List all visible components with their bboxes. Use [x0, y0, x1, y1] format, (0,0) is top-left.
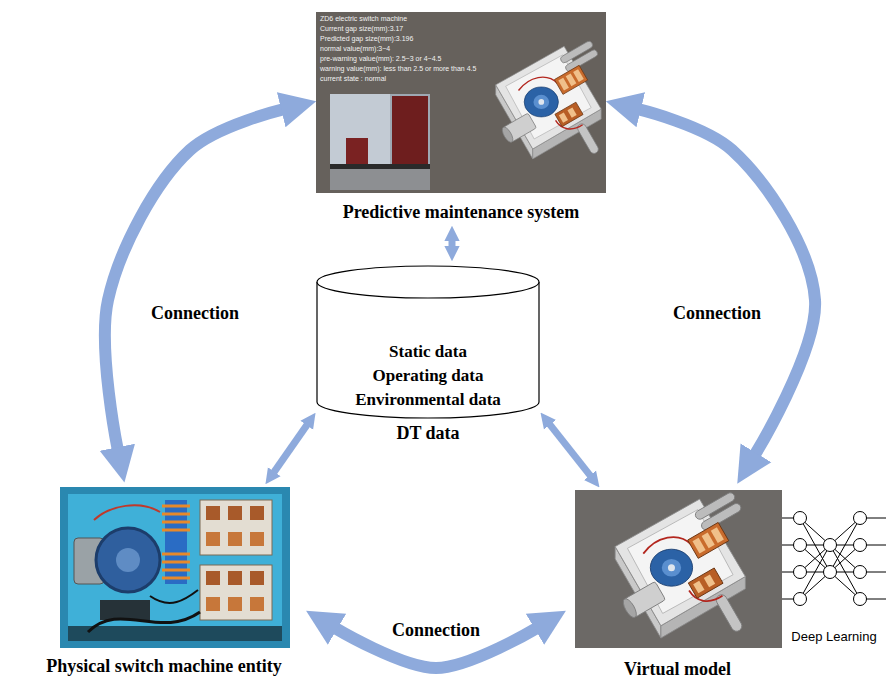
neural-network-icon	[782, 512, 886, 606]
neural-network-icon-part	[854, 593, 867, 606]
physical-machine-photo-part	[100, 600, 150, 620]
connector-arrow	[639, 109, 815, 454]
physical-machine-photo-part	[250, 571, 264, 585]
physical-machine-photo-part	[228, 532, 242, 546]
connector-arrow	[550, 424, 591, 476]
gap-inset-part	[330, 164, 430, 169]
node-caption: Virtual model	[624, 658, 731, 680]
physical-machine-photo-part	[200, 565, 272, 620]
edge-label: Connection	[388, 620, 484, 641]
screen-text: Current gap size(mm):3.17	[320, 24, 403, 33]
virtual-model-render-part	[575, 490, 782, 648]
physical-machine-photo-part	[250, 597, 264, 611]
model-panel: Virtual model	[570, 488, 785, 684]
physical-machine-photo-part	[228, 597, 242, 611]
neural-network-icon-part	[824, 566, 837, 579]
physical-machine-photo-part	[94, 505, 160, 520]
data-category: Operating data	[373, 366, 484, 386]
physical-machine-photo-part	[162, 506, 190, 578]
physical-machine-photo-part	[200, 500, 272, 555]
screen-text: ZD6 electric switch machine	[320, 14, 407, 23]
physical-machine-photo-part	[68, 494, 282, 641]
photo-panel: Physical switch machine entity	[26, 485, 302, 683]
neural-network-icon-part	[854, 512, 867, 525]
physical-machine-photo-part	[116, 548, 140, 572]
physical-machine-photo-part	[60, 487, 290, 648]
gap-inset-part	[392, 96, 428, 164]
neural-network-icon-part	[794, 566, 807, 579]
physical-machine-photo-part	[206, 597, 220, 611]
screen-text: warning value(mm): less than 2.5 or more…	[320, 64, 476, 73]
screen-text: current state : normal	[320, 74, 386, 83]
neural-network-icon-part	[794, 593, 807, 606]
system-panel: Predictive maintenance system ZD6 electri…	[316, 12, 606, 225]
physical-machine-photo-part	[206, 571, 220, 585]
screen-text: Predicted gap size(mm):3.196	[320, 34, 413, 43]
virtual-model-render	[575, 490, 782, 648]
physical-machine-photo-part	[228, 506, 242, 520]
physical-machine-photo-part	[88, 612, 200, 632]
gap-inset	[330, 94, 430, 190]
neural-network-icon-part	[854, 539, 867, 552]
edge-label: Connection	[669, 303, 765, 324]
physical-machine-photo-part	[250, 532, 264, 546]
neural-network-icon-part	[854, 566, 867, 579]
gap-inset-part	[330, 169, 430, 190]
data-category: Static data	[389, 342, 467, 362]
data-category: Environmental data	[355, 390, 501, 410]
connector-arrow	[449, 240, 456, 246]
physical-machine-photo-part	[206, 532, 220, 546]
cylinder-top	[317, 266, 539, 298]
physical-machine-photo-part	[228, 571, 242, 585]
physical-machine-photo-part	[68, 626, 282, 641]
physical-machine-photo-part	[250, 506, 264, 520]
database-cylinder: Static dataOperating dataEnvironmental d…	[316, 262, 540, 447]
cylinder-body	[317, 282, 539, 418]
physical-machine-photo-part	[150, 590, 198, 603]
neural-network-icon-part	[782, 518, 886, 599]
screenshot-panel-part	[496, 40, 601, 159]
screen-text: normal value(mm):3~4	[320, 44, 390, 53]
physical-machine-photo	[60, 487, 290, 648]
physical-machine-photo-part	[206, 506, 220, 520]
virtual-model-render-part	[615, 491, 745, 638]
connector-arrow	[274, 425, 307, 473]
screen-text: pre-warning value(mm): 2.5~3 or 4~4.5	[320, 54, 441, 63]
screenshot-panel-part	[316, 12, 606, 193]
network-caption: Deep Learning	[791, 629, 876, 644]
screenshot-panel	[316, 12, 606, 193]
node-caption: Physical switch machine entity	[46, 655, 282, 677]
neural-network-icon-part	[794, 512, 807, 525]
physical-machine-photo-part	[96, 528, 160, 592]
edge-label: Connection	[147, 303, 243, 324]
neural-network-icon-part	[794, 539, 807, 552]
gap-inset-part	[330, 94, 430, 190]
connector-arrow	[105, 109, 283, 449]
neural-network-icon-part	[824, 539, 837, 552]
node-caption: Predictive maintenance system	[343, 201, 580, 223]
node-caption: DT data	[396, 422, 459, 444]
